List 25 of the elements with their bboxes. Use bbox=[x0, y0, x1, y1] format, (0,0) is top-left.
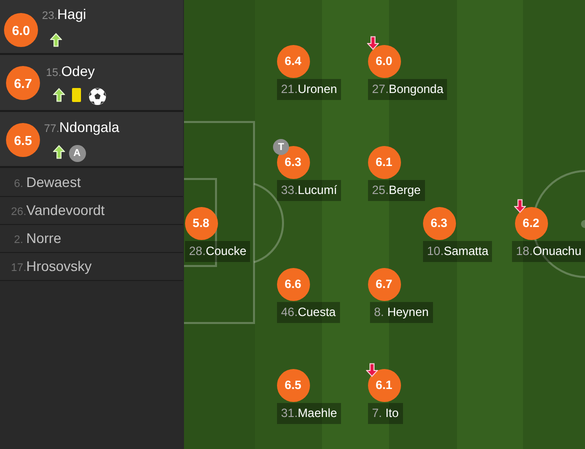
letter-badge: A bbox=[68, 144, 86, 162]
player-row bbox=[0, 0, 183, 55]
player-name: 15.Odey bbox=[46, 62, 95, 81]
player-name: 27.Bongonda bbox=[368, 78, 448, 100]
player-name: 10.Samatta bbox=[423, 240, 492, 262]
player-name: 46.Cuesta bbox=[277, 302, 340, 322]
player-name: 21.Uronen bbox=[277, 78, 342, 100]
player-name: 17.Hrosovsky bbox=[11, 257, 92, 276]
player-name: 6. Dewaest bbox=[14, 173, 81, 192]
player-row bbox=[0, 112, 183, 168]
player-name: 77.Ndongala bbox=[44, 118, 120, 137]
player-name: 23.Hagi bbox=[42, 5, 86, 24]
player-name: 18.Onuachu bbox=[512, 240, 585, 262]
player-name: 7. Ito bbox=[368, 402, 403, 424]
rating-badge: 6.7 bbox=[6, 66, 40, 100]
player-name: 8. Heynen bbox=[370, 302, 433, 322]
rating-badge: 6.0 bbox=[4, 13, 38, 47]
player-name: 31.Maehle bbox=[277, 402, 342, 424]
player-name: 33.Lucumí bbox=[277, 180, 342, 200]
player-name: 26.Vandevoordt bbox=[11, 201, 105, 220]
player-name: 28.Coucke bbox=[185, 240, 250, 262]
rating-badge: 6.5 bbox=[6, 123, 40, 157]
player-name: 25.Berge bbox=[368, 180, 425, 200]
player-name: 2. Norre bbox=[14, 229, 62, 248]
player-row bbox=[0, 55, 183, 112]
